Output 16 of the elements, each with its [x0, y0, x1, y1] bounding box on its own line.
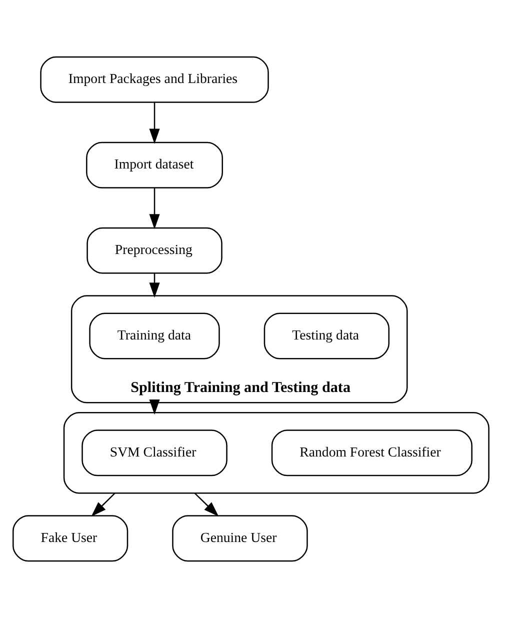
node-box: SVM Classifier: [82, 429, 228, 476]
arrow: [149, 273, 160, 298]
node-box: Testing data: [264, 312, 390, 359]
arrow: [149, 188, 160, 229]
node-box: Genuine User: [172, 514, 308, 562]
arrow: [149, 102, 160, 144]
node-box: Import Packages and Libraries: [40, 56, 269, 102]
cluster: [63, 412, 490, 494]
arrow: [91, 492, 116, 516]
node-box: Import dataset: [86, 141, 224, 188]
node-box: Preprocessing: [86, 226, 222, 274]
arrow: [194, 492, 219, 516]
arrow: [149, 398, 160, 414]
node-box: Training data: [89, 312, 220, 359]
node-box: Fake User: [12, 514, 128, 562]
node-box: Random Forest Classifier: [271, 429, 472, 476]
